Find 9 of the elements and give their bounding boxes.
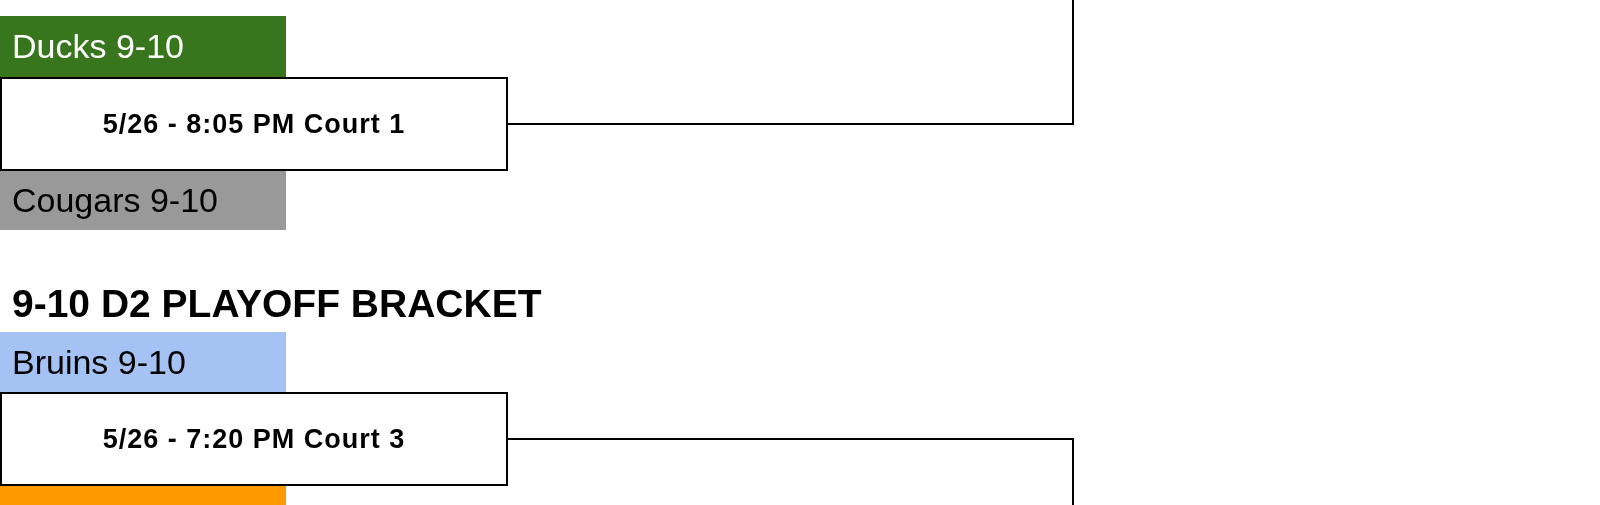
team-bar: Bruins 9-10: [0, 332, 286, 392]
team-bar: [0, 486, 286, 505]
bracket-line: [507, 0, 1074, 125]
team-bar: Ducks 9-10: [0, 16, 286, 77]
team-bar: Cougars 9-10: [0, 171, 286, 230]
bracket-line: [507, 438, 1074, 505]
game-box: 5/26 - 8:05 PM Court 1: [0, 77, 508, 171]
game-box: 5/26 - 7:20 PM Court 3: [0, 392, 508, 486]
bracket-heading: 9-10 D2 PLAYOFF BRACKET: [12, 284, 542, 323]
